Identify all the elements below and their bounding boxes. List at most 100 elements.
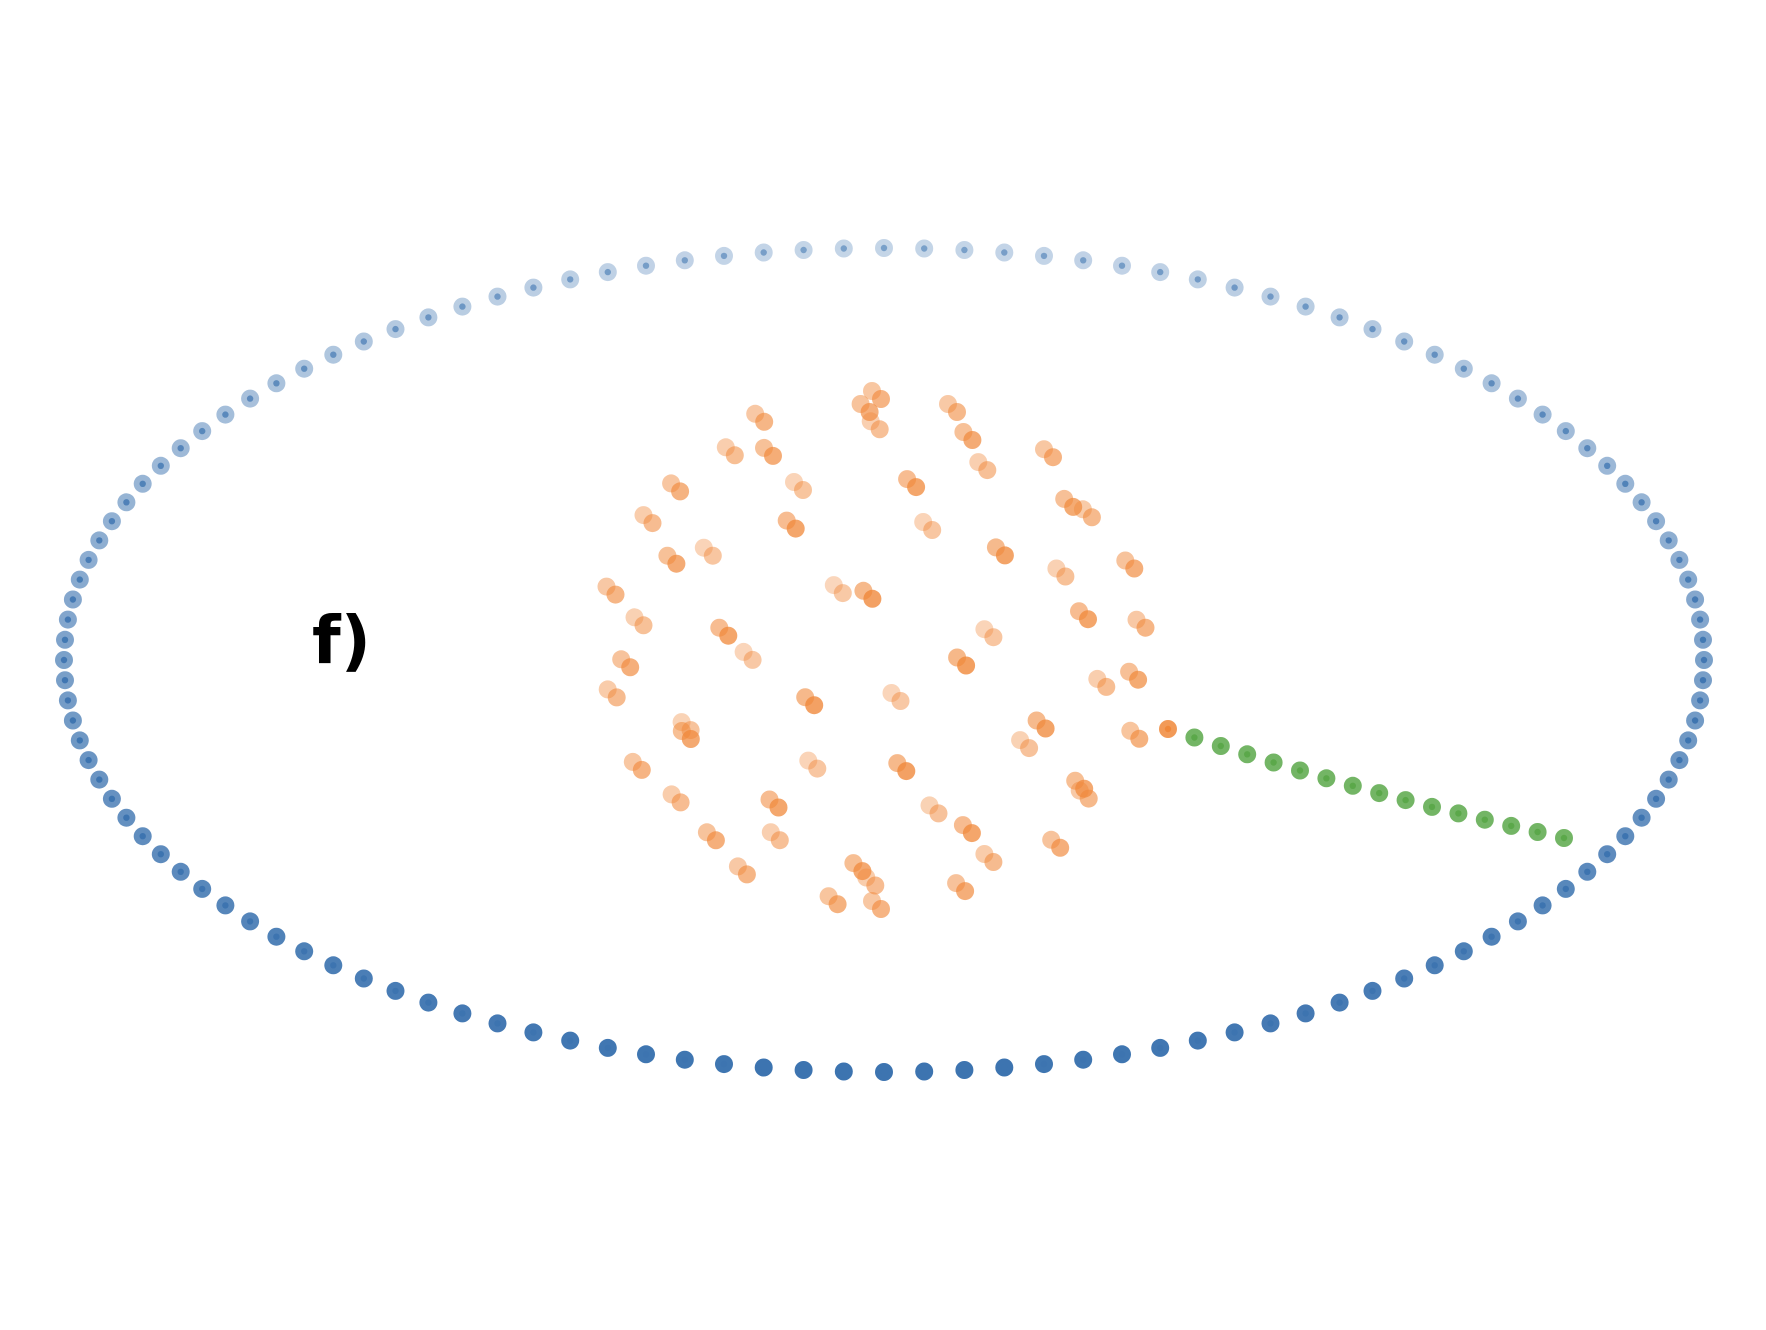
ring-dot-core	[1231, 284, 1238, 291]
connector-dot-core	[1191, 734, 1198, 741]
ring-dot-core	[1696, 697, 1704, 704]
ring-dot-core	[199, 427, 206, 435]
ring-dot-core	[108, 795, 116, 802]
cluster-dot	[963, 431, 982, 449]
cluster-dot	[1129, 670, 1148, 689]
connector-dot-core	[1296, 767, 1304, 774]
cluster-dot	[706, 831, 725, 850]
cluster-dot	[962, 824, 981, 843]
ring-dot-core	[1514, 918, 1522, 925]
ring-dot-core	[1685, 737, 1692, 744]
ring-dot-core	[720, 252, 728, 260]
ring-dot-core	[1665, 537, 1672, 544]
cluster-dot	[1064, 497, 1083, 516]
cluster-dot	[914, 513, 933, 531]
ring-dot-core	[459, 1010, 466, 1017]
cluster-dot	[634, 616, 653, 635]
ring-dot-core	[1699, 677, 1707, 684]
connector-dot-core	[1349, 782, 1357, 789]
ring-dot-core	[69, 717, 77, 724]
ring-dot-core	[392, 325, 399, 333]
ring-dot-core	[301, 948, 308, 955]
ring-dot-core	[69, 596, 77, 603]
cluster-dot	[1044, 448, 1062, 467]
ring-dot-core	[1696, 616, 1704, 623]
connector-chain	[1159, 720, 1573, 847]
cluster-dot	[1036, 719, 1055, 738]
cluster-dot	[1056, 567, 1075, 586]
ring-dot-core	[642, 262, 650, 269]
ring-dot-core	[800, 1066, 807, 1074]
ring-dot-core	[1685, 576, 1692, 583]
center-cluster	[597, 382, 1155, 918]
cluster-dot	[799, 751, 818, 770]
ring-dot-core	[494, 293, 501, 300]
ring-dot-core	[1622, 833, 1629, 840]
ring-dot-core	[123, 499, 130, 506]
cluster-dot	[872, 390, 890, 408]
cluster-dot	[703, 546, 722, 565]
ring-dot-core	[800, 246, 807, 254]
ring-dot-core	[1622, 480, 1629, 487]
ring-dot-core	[1676, 556, 1683, 564]
cluster-dot	[1051, 838, 1070, 857]
ring-dot-core	[720, 1060, 728, 1068]
ring-dot-core	[1001, 249, 1008, 256]
cluster-dot	[1075, 779, 1094, 798]
ring-dot-core	[494, 1020, 501, 1027]
cluster-dot	[957, 656, 976, 675]
connector-dot-core	[1508, 822, 1515, 830]
ring-dot-core	[1431, 962, 1438, 969]
ring-dot-core	[360, 975, 367, 982]
ring-dot-core	[330, 351, 337, 358]
cluster-dot	[737, 865, 756, 884]
ring-dot-core	[1267, 1020, 1274, 1027]
cluster-dot	[929, 804, 948, 823]
cluster-dot	[1136, 618, 1155, 637]
cluster-dot	[621, 658, 640, 677]
ring-dot-core	[64, 616, 72, 623]
cluster-dot	[956, 882, 975, 901]
cluster-dot	[671, 793, 690, 812]
ring-dot-core	[1460, 948, 1468, 955]
cluster-dot	[764, 446, 782, 465]
cluster-dot	[694, 538, 713, 557]
cluster-dot	[882, 684, 901, 702]
cluster-dot	[725, 446, 744, 465]
ring-dot-core	[681, 1056, 688, 1063]
ring-dot-core	[123, 814, 130, 821]
ring-dot-core	[1302, 1010, 1309, 1017]
connector-dot-core	[1164, 725, 1172, 733]
ring-dot-core	[1080, 1056, 1087, 1063]
cluster-dot	[805, 696, 824, 715]
cluster-dot	[1130, 729, 1149, 748]
ring-dot-core	[1539, 902, 1546, 909]
ring-dot-core	[1562, 427, 1570, 435]
ring-dot-core	[1652, 795, 1660, 802]
ring-dot-core	[1676, 756, 1683, 764]
ring-dot-core	[1040, 252, 1048, 260]
cluster-dot	[872, 900, 890, 918]
ring-dot-core	[921, 245, 928, 252]
cluster-dot	[897, 762, 916, 781]
ring-dot-core	[760, 1064, 767, 1071]
ring-dot-core	[1691, 596, 1699, 603]
ring-dot-core	[1157, 268, 1164, 276]
connector-dot-core	[1323, 775, 1330, 782]
ring-dot-core	[459, 303, 466, 310]
ring-dot-core	[157, 851, 164, 858]
ring-dot-core	[1336, 314, 1343, 321]
ring-dot-core	[1194, 1037, 1202, 1044]
ring-dot-core	[880, 1068, 888, 1076]
cluster-dot	[866, 876, 885, 895]
cluster-dot	[870, 420, 889, 439]
ring-dot-core	[1431, 351, 1438, 358]
ring-dot-core	[1194, 276, 1202, 283]
cluster-dot	[1082, 508, 1101, 527]
ring-dot-core	[530, 284, 537, 291]
ring-dot-core	[567, 276, 574, 283]
ring-dot-core	[177, 445, 184, 452]
ring-dot-core	[1369, 987, 1376, 995]
ring-dot-core	[60, 656, 68, 664]
ring-dot-core	[273, 380, 280, 387]
